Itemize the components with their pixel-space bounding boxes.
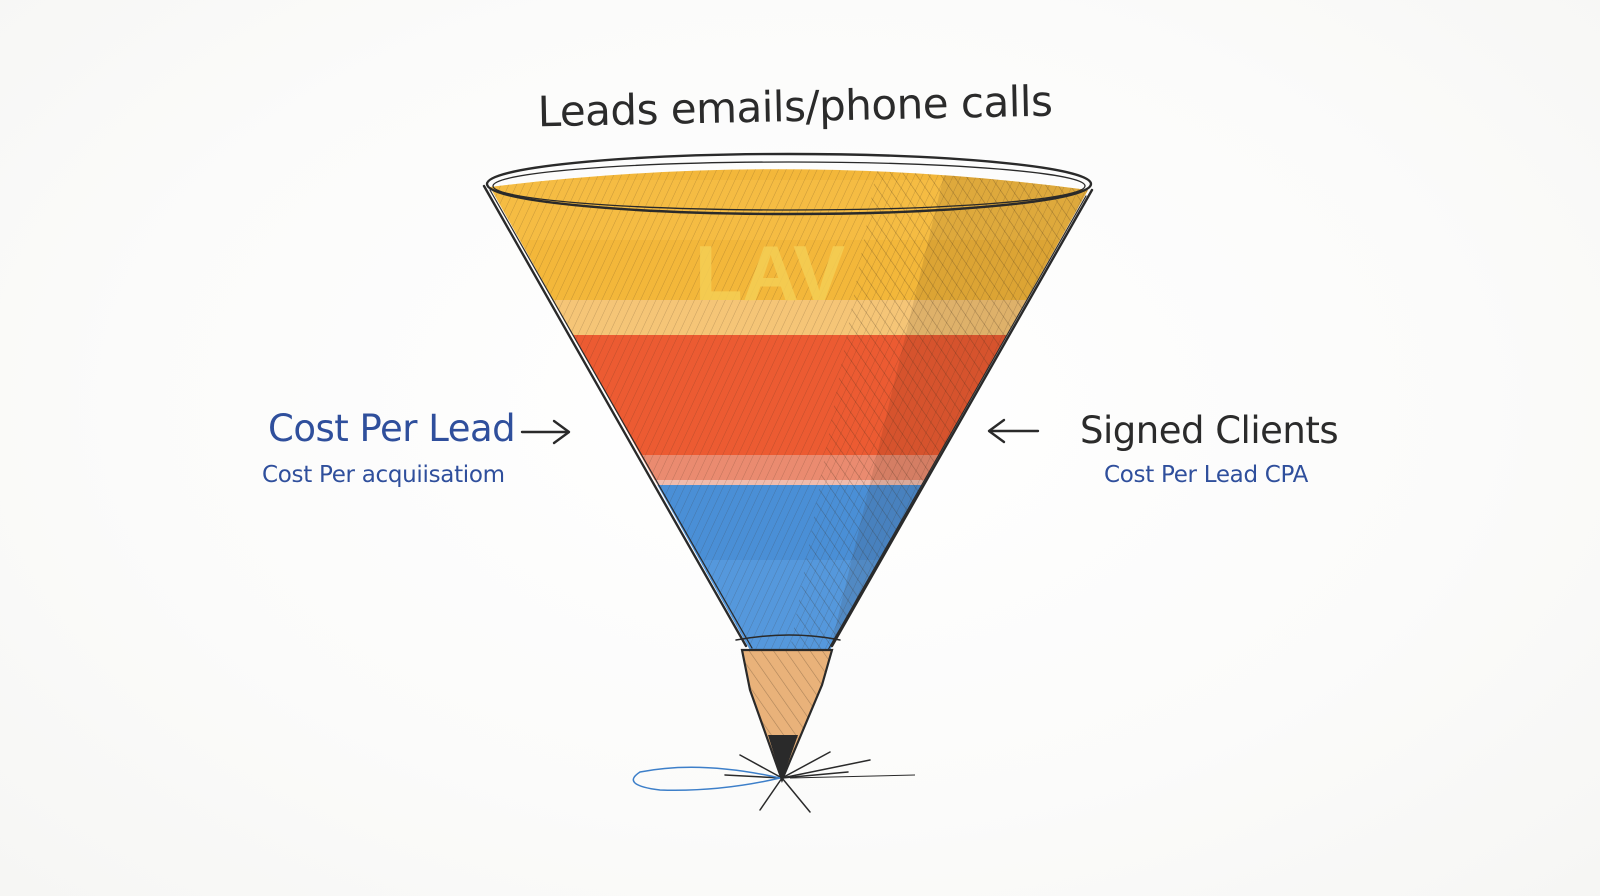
- funnel-tip: [740, 648, 834, 784]
- left-label: Cost Per Lead: [268, 407, 516, 450]
- funnel-bands: [490, 169, 1088, 650]
- arrow-left-icon: [987, 418, 1040, 444]
- left-sublabel: Cost Per acquiisatiom: [262, 462, 505, 488]
- tip-loop: [632, 766, 916, 791]
- right-label: Signed Clients: [1080, 409, 1339, 452]
- tip-splash: [724, 751, 871, 813]
- funnel-outline: [482, 152, 1094, 651]
- right-sublabel: Cost Per Lead CPA: [1104, 462, 1309, 488]
- funnel-inner-text: LAV: [695, 229, 845, 317]
- arrow-right-icon: [520, 419, 571, 445]
